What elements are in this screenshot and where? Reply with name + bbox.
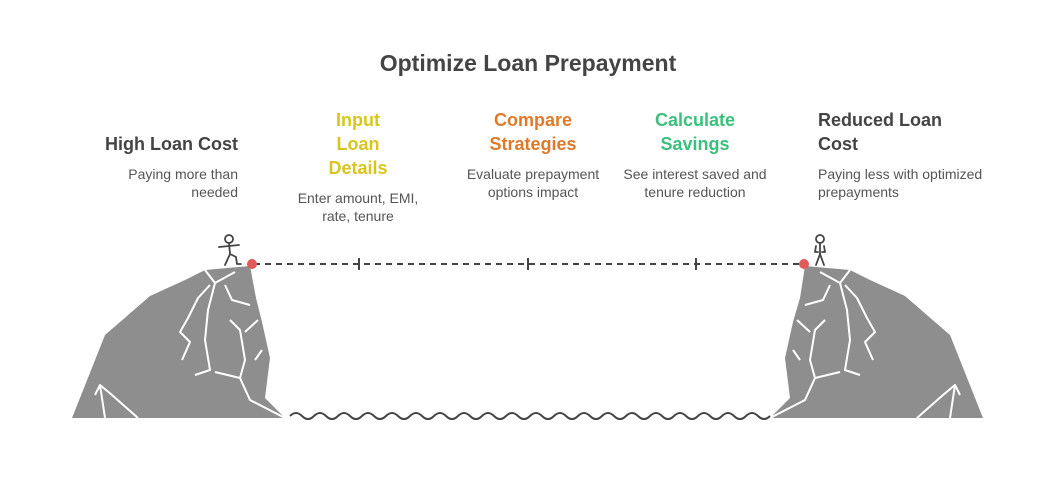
step-description: Paying more than needed	[128, 166, 238, 200]
diagram-title: Optimize Loan Prepayment	[379, 50, 677, 76]
step-heading: Input Loan Details	[328, 110, 388, 178]
step-heading: Calculate Savings	[654, 110, 736, 154]
step-calculate-savings: Calculate Savings See interest saved and…	[610, 108, 780, 201]
water-waves	[289, 412, 771, 420]
start-endpoint	[247, 259, 257, 269]
step-description: Evaluate prepayment options impact	[466, 166, 600, 200]
step-description: Paying less with optimized prepayments	[818, 166, 983, 200]
step-heading: Reduced Loan Cost	[818, 110, 943, 154]
step-high-loan-cost: High Loan Cost Paying more than needed	[68, 132, 238, 201]
step-compare-strategies: Compare Strategies Evaluate prepayment o…	[448, 108, 618, 201]
end-endpoint	[799, 259, 809, 269]
step-reduced-loan-cost: Reduced Loan Cost Paying less with optim…	[818, 108, 988, 201]
step-input-loan-details: Input Loan Details Enter amount, EMI, ra…	[273, 108, 443, 225]
step-heading: High Loan Cost	[105, 134, 238, 154]
left-cliff	[72, 266, 286, 419]
step-heading: Compare Strategies	[489, 110, 577, 154]
right-cliff	[769, 266, 983, 419]
standing-person-icon	[814, 234, 826, 266]
step-description: Enter amount, EMI, rate, tenure	[297, 190, 419, 224]
step-description: See interest saved and tenure reduction	[623, 166, 767, 200]
walking-person-icon	[218, 234, 242, 266]
